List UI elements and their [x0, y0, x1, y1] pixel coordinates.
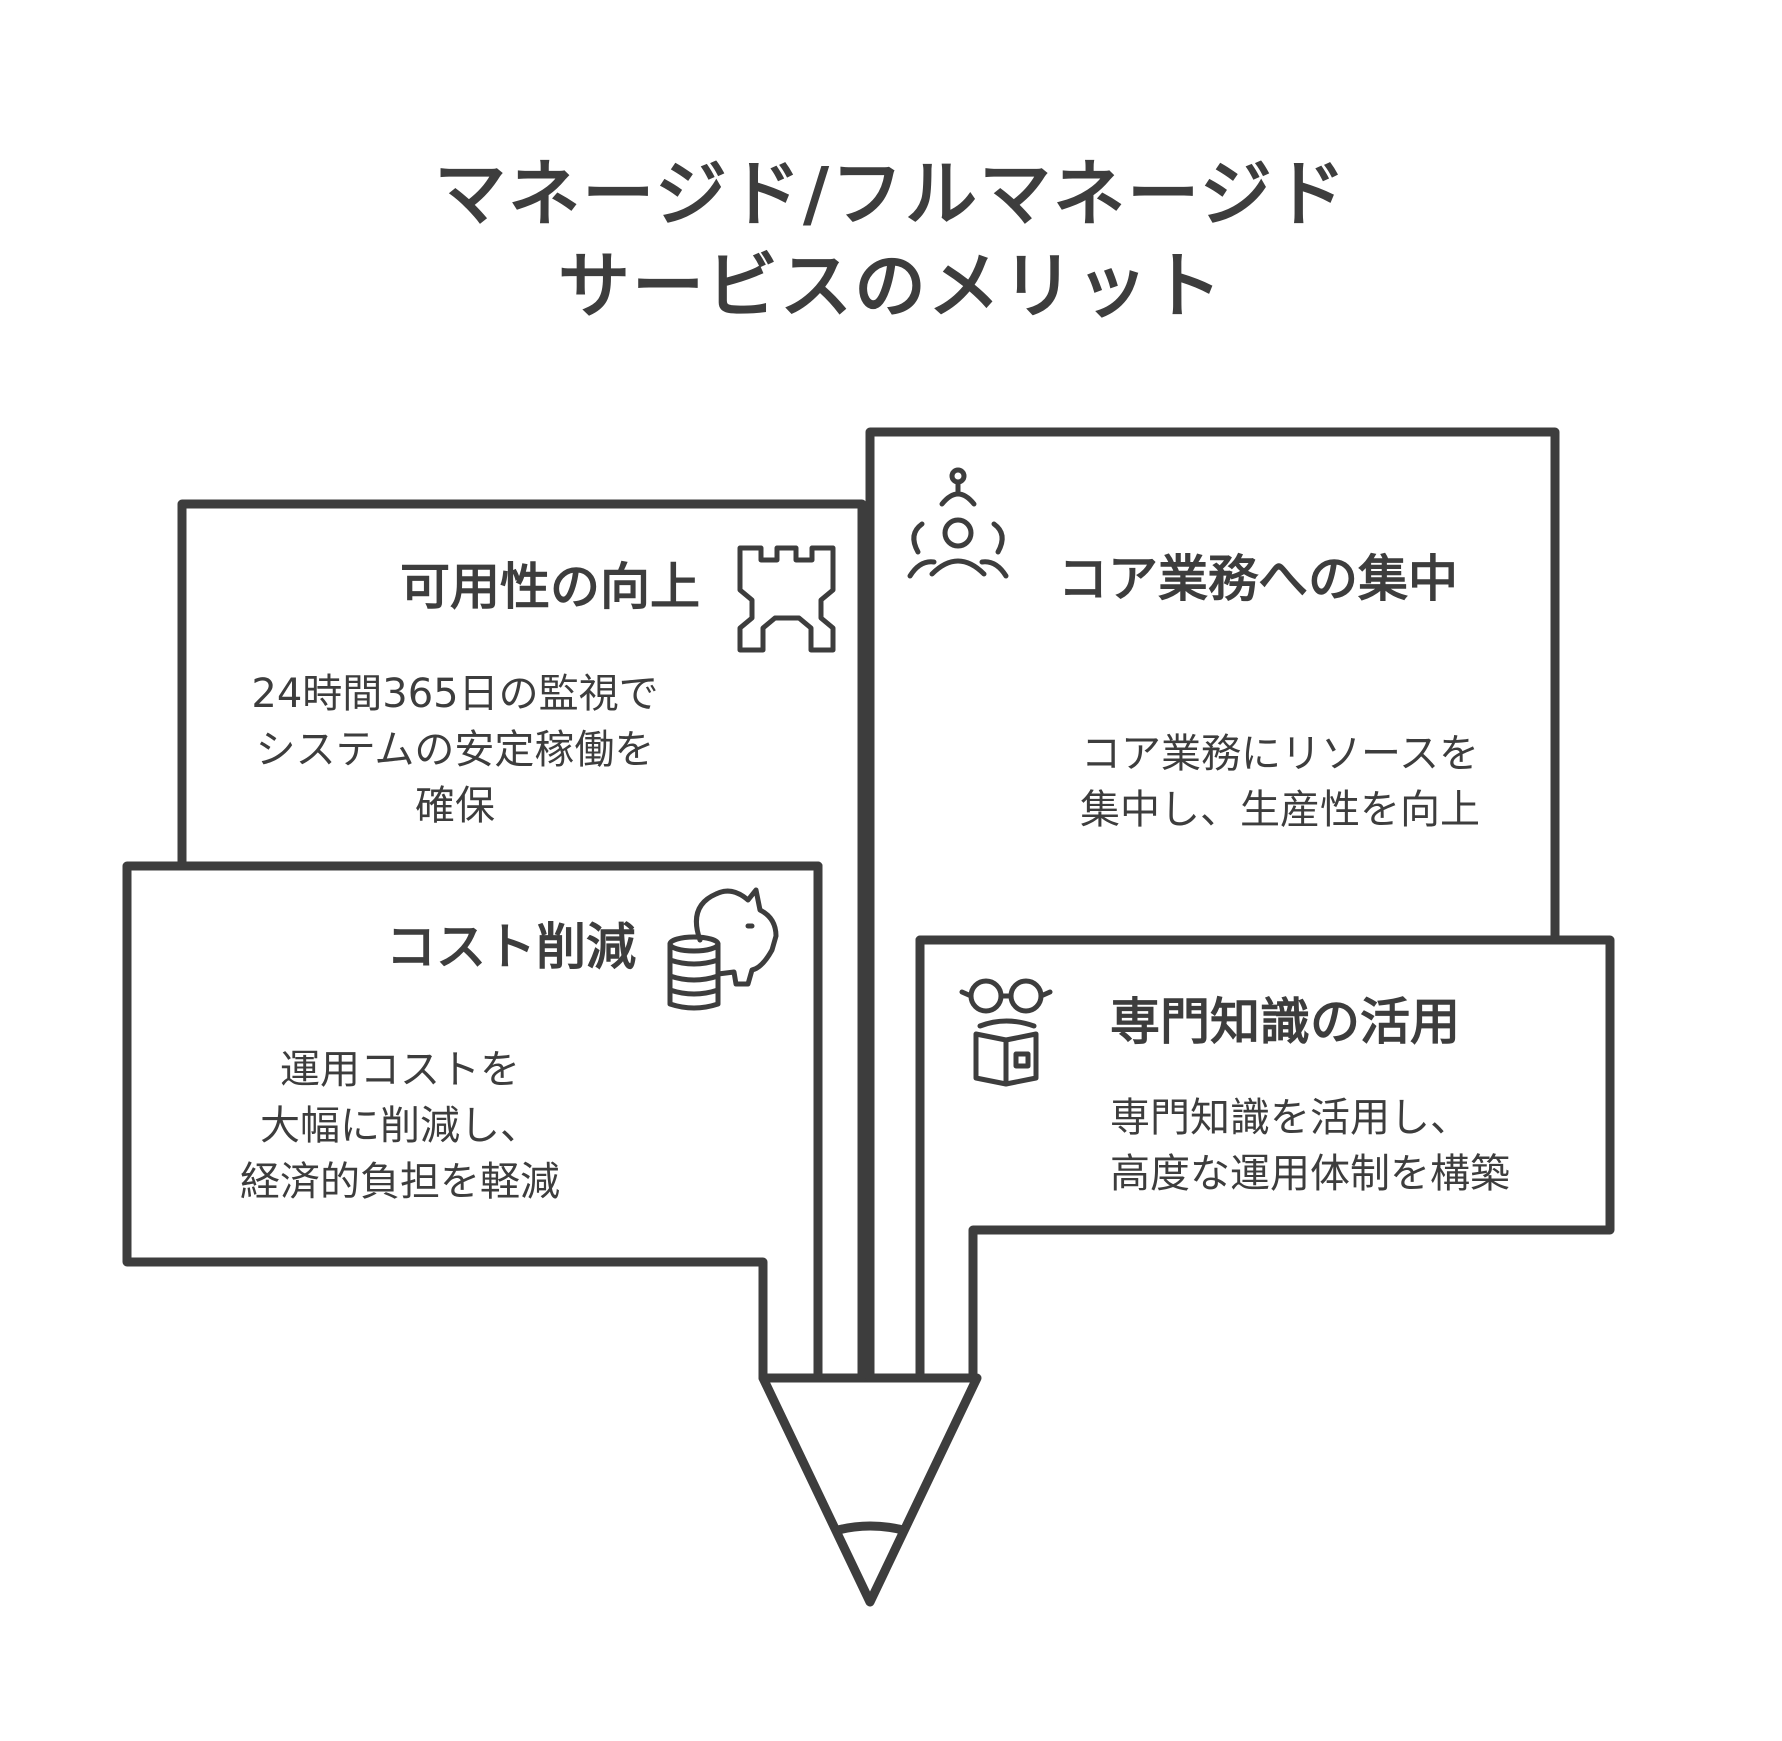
card-expertise: [915, 935, 1615, 1383]
castle-tower-icon: [737, 545, 836, 653]
pencil-tip: [758, 1373, 982, 1607]
card-heading-cost: コスト削減: [386, 918, 636, 976]
piggy-bank-coins-icon: [667, 887, 779, 1011]
page-title: マネージド/フルマネージド サービスのメリット: [434, 152, 1348, 328]
reader-glasses-book-icon: [959, 978, 1053, 1087]
team-focus-icon: [907, 467, 1009, 579]
card-body-expertise: 専門知識を活用し、 高度な運用体制を構築: [1110, 1095, 1510, 1197]
card-body-core-focus: コア業務にリソースを 集中し、生産性を向上: [1080, 731, 1480, 833]
card-heading-expertise: 専門知識の活用: [1110, 993, 1460, 1051]
pencil-lead: [833, 1521, 908, 1535]
card-heading-core-focus: コア業務への集中: [1058, 550, 1458, 608]
card-body-cost: 運用コストを 大幅に削減し、 経済的負担を軽減: [240, 1047, 560, 1205]
card-heading-availability: 可用性の向上: [400, 558, 700, 616]
card-body-availability: 24時間365日の監視で システムの安定稼働を 確保: [251, 671, 659, 829]
card-cost: [122, 861, 823, 1383]
